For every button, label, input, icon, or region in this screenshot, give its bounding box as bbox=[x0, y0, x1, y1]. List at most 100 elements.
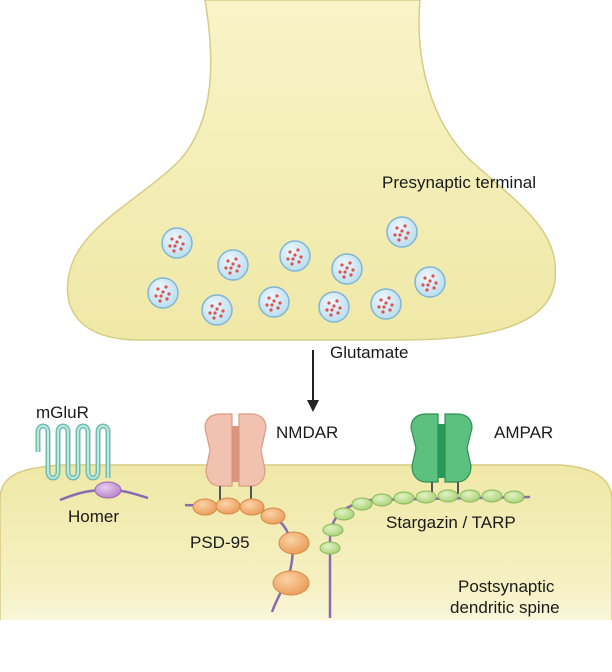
stargazin-bead bbox=[481, 489, 503, 503]
stargazin-bead bbox=[437, 489, 459, 503]
glutamate-molecule bbox=[275, 294, 279, 298]
psd95-domain bbox=[239, 498, 265, 516]
glutamate-molecule bbox=[231, 262, 235, 266]
glutamate-molecule bbox=[348, 261, 352, 265]
glutamate-molecule bbox=[296, 248, 300, 252]
glutamate-molecule bbox=[286, 257, 290, 261]
glutamate-molecule bbox=[212, 316, 216, 320]
glutamate-molecule bbox=[218, 302, 222, 306]
glutamate-molecule bbox=[226, 259, 230, 263]
glutamate-molecule bbox=[426, 283, 430, 287]
glutamate-molecule bbox=[291, 257, 295, 261]
postsynaptic-label-line1: Postsynaptic bbox=[458, 577, 555, 596]
glutamate-molecule bbox=[159, 294, 163, 298]
nmdar-label: NMDAR bbox=[276, 423, 338, 442]
psd95-domain bbox=[192, 498, 218, 516]
stargazin-label: Stargazin / TARP bbox=[386, 513, 516, 532]
glutamate-molecule bbox=[213, 311, 217, 315]
glutamate-molecule bbox=[219, 314, 223, 318]
glutamate-molecule bbox=[167, 292, 171, 296]
glutamate-molecule bbox=[290, 262, 294, 266]
glutamate-molecule bbox=[158, 299, 162, 303]
stargazin-bead bbox=[393, 491, 415, 505]
postsynaptic-label-line2: dendritic spine bbox=[450, 598, 560, 617]
glutamate-molecule bbox=[276, 306, 280, 310]
glutamate-molecule bbox=[288, 250, 292, 254]
glutamate-molecule bbox=[173, 244, 177, 248]
glutamate-molecule bbox=[297, 260, 301, 264]
homer-protein bbox=[94, 481, 122, 499]
glutamate-molecule bbox=[235, 269, 239, 273]
glutamate-molecule bbox=[270, 303, 274, 307]
psd95-label: PSD-95 bbox=[190, 533, 250, 552]
mglur-label: mGluR bbox=[36, 403, 89, 422]
glutamate-molecule bbox=[228, 271, 232, 275]
glutamate-molecule bbox=[154, 294, 158, 298]
glutamate-molecule bbox=[175, 240, 179, 244]
psd95-domain bbox=[260, 507, 286, 525]
glutamate-molecule bbox=[208, 311, 212, 315]
glutamate-molecule bbox=[397, 238, 401, 242]
mglur-receptor bbox=[35, 423, 111, 481]
glutamate-molecule bbox=[387, 296, 391, 300]
glutamate-molecule bbox=[342, 275, 346, 279]
spine-fade bbox=[0, 620, 612, 672]
presynaptic-terminal bbox=[66, 0, 557, 341]
psd95-domain bbox=[272, 570, 310, 596]
glutamate-molecule bbox=[377, 305, 381, 309]
glutamate-molecule bbox=[179, 247, 183, 251]
glutamate-molecule bbox=[161, 290, 165, 294]
glutamate-molecule bbox=[382, 305, 386, 309]
glutamate-molecule bbox=[293, 253, 297, 257]
glutamate-molecule bbox=[267, 296, 271, 300]
glutamate-molecule bbox=[325, 308, 329, 312]
glutamate-molecule bbox=[272, 299, 276, 303]
psd95-scaffold bbox=[184, 497, 310, 613]
glutamate-molecule bbox=[336, 311, 340, 315]
glutamate-molecule bbox=[330, 308, 334, 312]
stargazin-bead bbox=[351, 497, 373, 511]
glutamate-molecule bbox=[278, 301, 282, 305]
psd95-domain bbox=[215, 497, 241, 515]
glutamate-molecule bbox=[421, 283, 425, 287]
glutamate-molecule bbox=[343, 270, 347, 274]
homer-label: Homer bbox=[68, 507, 119, 526]
ampar-label: AMPAR bbox=[494, 423, 553, 442]
glutamate-molecule bbox=[165, 297, 169, 301]
homer-scaffold bbox=[59, 481, 149, 502]
stargazin-bead bbox=[459, 489, 481, 503]
glutamate-molecule bbox=[379, 298, 383, 302]
glutamate-molecule bbox=[395, 226, 399, 230]
stargazin-bead bbox=[322, 523, 344, 537]
vesicle-group bbox=[147, 216, 446, 326]
glutamate-molecule bbox=[351, 268, 355, 272]
glutamate-molecule bbox=[431, 274, 435, 278]
glutamate-molecule bbox=[423, 276, 427, 280]
stargazin-bead bbox=[333, 507, 355, 521]
glutamate-molecule bbox=[338, 306, 342, 310]
glutamate-molecule bbox=[434, 281, 438, 285]
glutamate-molecule bbox=[327, 301, 331, 305]
glutamate-molecule bbox=[338, 270, 342, 274]
stargazin-bead bbox=[415, 490, 437, 504]
ampar-receptor bbox=[410, 413, 473, 494]
glutamate-molecule bbox=[388, 308, 392, 312]
glutamate-molecule bbox=[349, 273, 353, 277]
glutamate-label: Glutamate bbox=[330, 343, 408, 362]
presynaptic-label: Presynaptic terminal bbox=[382, 173, 536, 192]
glutamate-molecule bbox=[390, 303, 394, 307]
glutamate-molecule bbox=[164, 285, 168, 289]
glutamate-molecule bbox=[425, 288, 429, 292]
glutamate-molecule bbox=[384, 301, 388, 305]
glutamate-molecule bbox=[428, 279, 432, 283]
glutamate-molecule bbox=[221, 309, 225, 313]
glutamate-molecule bbox=[237, 264, 241, 268]
glutamate-molecule bbox=[329, 313, 333, 317]
glutamate-molecule bbox=[432, 286, 436, 290]
glutamate-molecule bbox=[340, 263, 344, 267]
glutamate-molecule bbox=[178, 235, 182, 239]
glutamate-molecule bbox=[234, 257, 238, 261]
glutamate-molecule bbox=[403, 224, 407, 228]
glutamate-molecule bbox=[170, 237, 174, 241]
